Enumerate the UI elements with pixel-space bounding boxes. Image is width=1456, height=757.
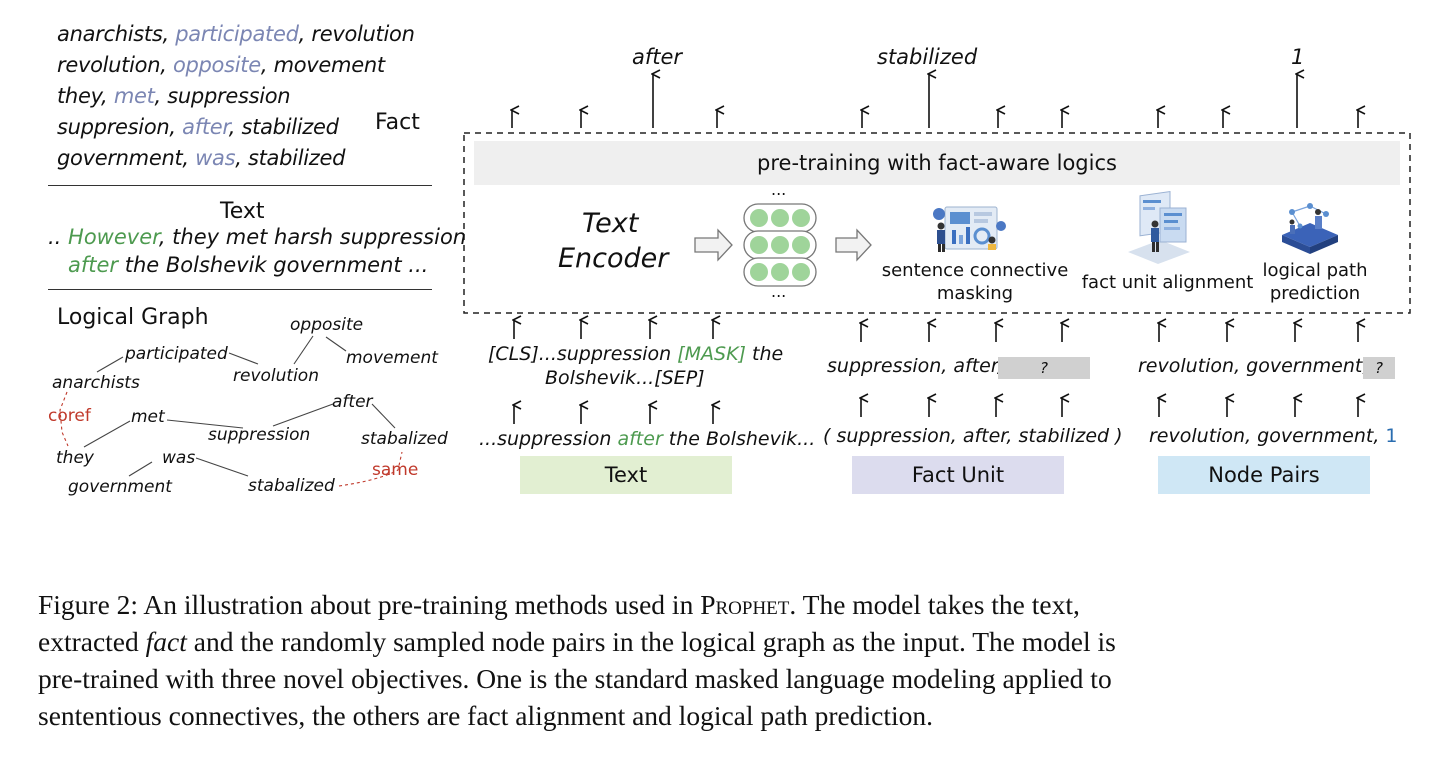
- raw-node-pair: revolution, government, 1: [1149, 425, 1398, 447]
- raw-fact-unit: ( suppression, after, stabilized ): [823, 425, 1123, 447]
- caption-line-4: sententious connectives, the others are …: [38, 700, 933, 731]
- fact-unit-tag: Fact Unit: [852, 456, 1064, 494]
- input-arrows-upper: [514, 320, 1358, 342]
- graph-node: was: [162, 448, 196, 468]
- objective-masking: sentence connective masking: [881, 260, 1069, 304]
- text-tag: Text: [520, 456, 732, 494]
- screens-person-icon: [1128, 190, 1190, 264]
- output-one: 1: [1291, 45, 1305, 69]
- masked-text-line-2: Bolshevik...[SEP]: [545, 367, 705, 389]
- fact-line: they, met, suppression: [57, 84, 291, 108]
- pair-mask-token: ?: [1363, 357, 1395, 379]
- output-stabilized: stabilized: [877, 45, 978, 69]
- raw-text-input: ...suppression after the Bolshevik...: [479, 428, 816, 450]
- logical-graph-title: Logical Graph: [57, 305, 209, 330]
- pretraining-header-bg: [474, 141, 1400, 185]
- output-after: after: [632, 45, 683, 69]
- encoder-flow-arrows: [694, 228, 872, 262]
- fact-line: suppresion, after, stabilized: [57, 115, 339, 139]
- graph-node: anarchists: [52, 373, 140, 393]
- caption-line-2: extracted fact and the randomly sampled …: [38, 626, 1116, 657]
- network-people-icon: [1282, 203, 1338, 254]
- fact-label: Fact: [375, 110, 420, 135]
- objective-alignment: fact unit alignment: [1081, 272, 1254, 293]
- graph-node: revolution: [233, 366, 319, 386]
- caption-line-3: pre-trained with three novel objectives.…: [38, 663, 1112, 694]
- graph-node: government: [68, 477, 172, 497]
- top-arrows: [512, 110, 1358, 128]
- encoder-label-2: Encoder: [558, 243, 669, 274]
- fact-mask-token: ?: [998, 357, 1090, 379]
- graph-node: they: [56, 448, 94, 468]
- node-pairs-tag: Node Pairs: [1158, 456, 1370, 494]
- graph-node: stabalized: [361, 429, 448, 449]
- graph-node: met: [131, 407, 165, 427]
- graph-node: after: [332, 392, 373, 412]
- graph-edges: [59, 335, 403, 487]
- graph-node: suppression: [208, 425, 311, 445]
- ellipsis-bottom: ...: [771, 282, 787, 301]
- masked-text-line-1: [CLS]...suppression [MASK] the: [488, 343, 784, 365]
- graph-edge-label: same: [372, 460, 419, 480]
- text-line-1: .. However, they met harsh suppression: [48, 225, 467, 249]
- fact-line: anarchists, participated, revolution: [57, 22, 415, 46]
- masked-fact-unit: suppression, after,: [827, 355, 1003, 377]
- neuron-layers: [743, 203, 817, 287]
- text-line-2: after the Bolshevik government ...: [68, 253, 429, 277]
- dashboard-people-icon: [933, 206, 1006, 252]
- input-arrows-lower: [514, 398, 1358, 424]
- graph-node: participated: [125, 344, 228, 364]
- section-divider: [48, 289, 432, 290]
- objective-path-prediction: logical path prediction: [1262, 260, 1368, 304]
- text-section-title: Text: [220, 199, 265, 224]
- graph-node: opposite: [290, 315, 364, 335]
- graph-node: movement: [346, 348, 438, 368]
- figure-caption: Figure 2: An illustration about pre-trai…: [38, 586, 1428, 734]
- fact-line: revolution, opposite, movement: [57, 53, 385, 77]
- ellipsis-top: ...: [771, 180, 787, 199]
- pretraining-header: pre-training with fact-aware logics: [757, 151, 1117, 175]
- encoder-label-1: Text: [582, 208, 639, 239]
- section-divider: [48, 185, 432, 186]
- caption-line-1: Figure 2: An illustration about pre-trai…: [38, 589, 1080, 620]
- graph-edge-label: coref: [48, 406, 91, 426]
- fact-line: government, was, stabilized: [57, 146, 346, 170]
- masked-node-pair: revolution, government,: [1138, 355, 1369, 377]
- graph-node: stabalized: [248, 476, 335, 496]
- pretraining-dashed-box: [463, 132, 1411, 314]
- output-arrows: [653, 74, 1297, 128]
